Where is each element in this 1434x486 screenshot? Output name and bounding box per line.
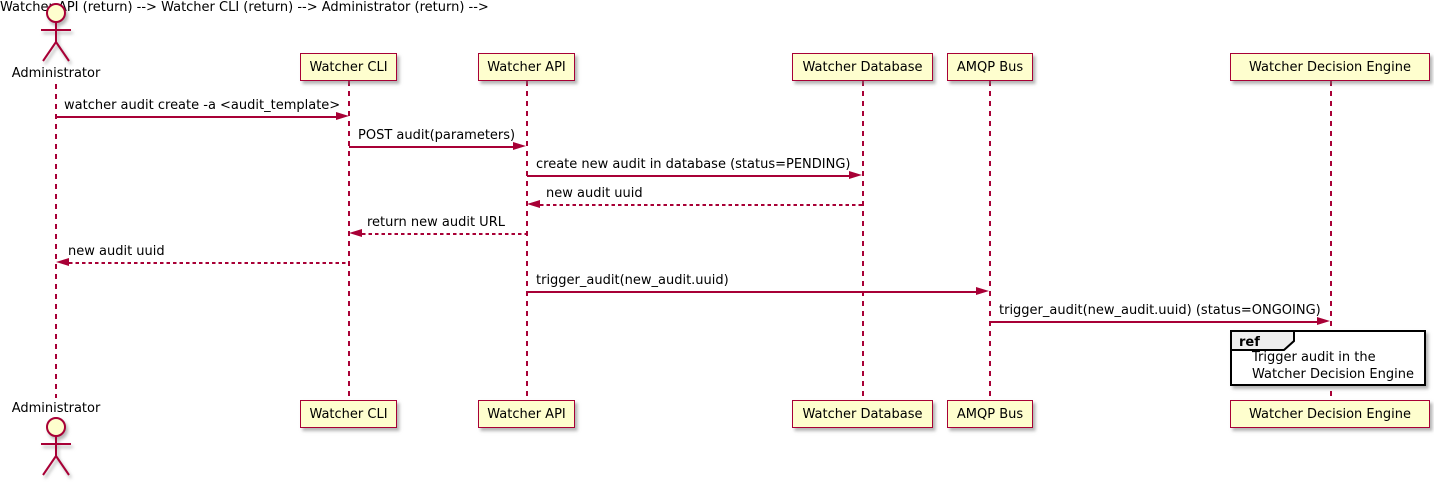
- participant-watcher-cli-top: Watcher CLI: [300, 53, 397, 81]
- message-line-trigger-audit: [527, 291, 977, 293]
- participant-watcher-database-bottom: Watcher Database: [792, 400, 933, 428]
- message-line-create-audit-db: [527, 175, 849, 177]
- arrowhead-icon: [56, 258, 69, 266]
- participant-amqp-bus-top: AMQP Bus: [947, 53, 1033, 81]
- arrowhead-icon: [849, 171, 862, 179]
- lifeline-amqp-bus: [989, 81, 991, 400]
- message-line-trigger-audit-ongoing: [990, 321, 1317, 323]
- arrowhead-icon: [976, 287, 989, 295]
- ref-text-line1: Trigger audit in the: [1252, 350, 1376, 365]
- message-label-audit-create: watcher audit create -a <audit_template>: [64, 98, 341, 113]
- participant-watcher-cli-bottom: Watcher CLI: [300, 400, 397, 428]
- actor-administrator-label-top: Administrator: [11, 66, 101, 81]
- participant-watcher-decision-engine-bottom: Watcher Decision Engine: [1230, 400, 1430, 428]
- participant-watcher-database-top: Watcher Database: [792, 53, 933, 81]
- lifeline-administrator: [55, 84, 57, 398]
- message-line-post-audit: [349, 146, 514, 148]
- arrowhead-icon: [527, 200, 540, 208]
- participant-watcher-decision-engine-top: Watcher Decision Engine: [1230, 53, 1430, 81]
- message-label-trigger-audit: trigger_audit(new_audit.uuid): [536, 273, 729, 288]
- arrowhead-icon: [513, 142, 526, 150]
- message-label-return-audit-url: return new audit URL: [367, 215, 505, 230]
- ref-keyword: ref: [1239, 335, 1260, 350]
- message-label-trigger-audit-ongoing: trigger_audit(new_audit.uuid) (status=ON…: [999, 303, 1321, 318]
- message-label-new-audit-uuid-db: new audit uuid: [546, 186, 643, 201]
- message-line-new-audit-uuid-db: [540, 204, 862, 206]
- ref-tag-pentagon: ref: [1230, 330, 1295, 351]
- actor-administrator-icon: [41, 417, 71, 476]
- message-line-return-audit-url: [362, 233, 526, 235]
- ref-content: Trigger audit in the Watcher Decision En…: [1252, 349, 1414, 383]
- arrowhead-icon: [349, 229, 362, 237]
- actor-administrator-label-bottom: Administrator: [11, 401, 101, 416]
- ref-fragment: ref Trigger audit in the Watcher Decisio…: [1230, 330, 1426, 386]
- message-label-new-audit-uuid-admin: new audit uuid: [68, 244, 165, 259]
- lifeline-watcher-api: [526, 81, 528, 400]
- lifeline-watcher-cli: [348, 81, 350, 400]
- participant-watcher-api-top: Watcher API: [478, 53, 575, 81]
- message-line-new-audit-uuid-admin: [69, 262, 348, 264]
- arrowhead-icon: [336, 112, 349, 120]
- message-line-audit-create: [56, 116, 337, 118]
- message-label-post-audit: POST audit(parameters): [358, 128, 516, 143]
- participant-amqp-bus-bottom: AMQP Bus: [947, 400, 1033, 428]
- lifeline-watcher-decision-engine: [1330, 81, 1332, 400]
- arrowhead-icon: [1317, 317, 1330, 325]
- message-label-create-audit-db: create new audit in database (status=PEN…: [536, 157, 851, 172]
- participant-watcher-api-bottom: Watcher API: [478, 400, 575, 428]
- ref-text-line2: Watcher Decision Engine: [1252, 367, 1414, 382]
- actor-administrator-icon: [41, 3, 71, 62]
- lifeline-watcher-database: [862, 81, 864, 400]
